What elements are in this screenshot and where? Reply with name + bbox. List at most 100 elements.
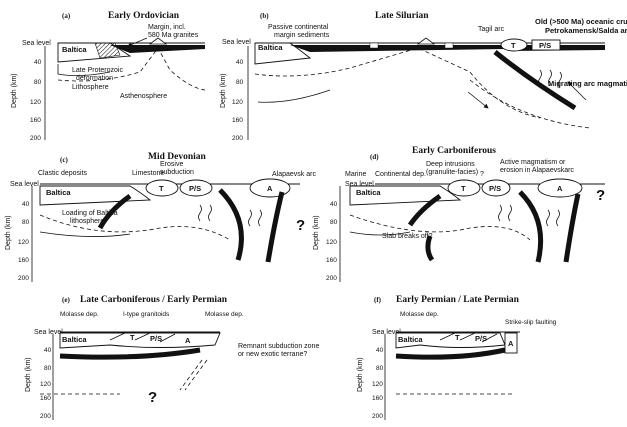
- panel-b-depth-label: Depth (km): [220, 73, 227, 108]
- panel-d: (d) Early Carboniferous Marine Continent…: [326, 146, 605, 282]
- svg-text:200: 200: [40, 413, 51, 420]
- svg-text:80: 80: [22, 219, 30, 226]
- panel-b-title: Late Silurian: [375, 11, 429, 21]
- svg-text:Molasse dep.: Molasse dep.: [205, 311, 244, 318]
- panel-a-depth-label: Depth (km): [11, 73, 18, 108]
- svg-text:?: ?: [596, 187, 605, 204]
- panel-d-depth-label: Depth (km): [313, 215, 320, 250]
- svg-text:(granulite-facies): (granulite-facies): [426, 169, 478, 176]
- svg-text:Deep intrusions: Deep intrusions: [426, 161, 475, 168]
- svg-text:120: 120: [372, 381, 383, 388]
- svg-text:200: 200: [372, 413, 383, 420]
- svg-text:Sea level: Sea level: [34, 329, 63, 336]
- svg-text:deformation: deformation: [76, 75, 113, 82]
- svg-text:Strike-slip faulting: Strike-slip faulting: [505, 319, 557, 326]
- svg-text:P/S: P/S: [539, 41, 551, 50]
- panel-c: (c) Mid Devonian Clastic deposits Limest…: [10, 152, 316, 282]
- svg-text:Late Carboniferous / Early Per: Late Carboniferous / Early Permian: [80, 295, 228, 305]
- svg-text:Marine: Marine: [345, 171, 367, 178]
- panel-b-letter: (b): [260, 12, 269, 20]
- svg-text:or new exotic terrane?: or new exotic terrane?: [238, 351, 307, 358]
- svg-text:(c): (c): [60, 156, 68, 164]
- svg-text:200: 200: [18, 275, 29, 282]
- svg-text:160: 160: [18, 257, 29, 264]
- svg-text:A: A: [508, 339, 514, 348]
- svg-text:Loading of Baltica: Loading of Baltica: [62, 210, 118, 217]
- panel-a-title: Early Ordovician: [108, 11, 180, 21]
- panel-b: (b) Late Silurian Passive continental ma…: [222, 11, 627, 142]
- svg-text:I-type granitoids: I-type granitoids: [123, 311, 170, 318]
- svg-text:Baltica: Baltica: [258, 43, 283, 52]
- panel-a: (a) Early Ordovician Margin, incl. 580 M…: [22, 11, 206, 142]
- svg-text:Mid Devonian: Mid Devonian: [148, 152, 207, 162]
- svg-text:120: 120: [30, 99, 41, 106]
- panel-f-depth-label: Depth (km): [357, 357, 364, 392]
- svg-text:Baltica: Baltica: [62, 335, 87, 344]
- svg-text:T: T: [455, 333, 460, 342]
- svg-text:A: A: [267, 184, 273, 193]
- svg-text:Clastic deposits: Clastic deposits: [38, 170, 88, 177]
- svg-text:P/S: P/S: [475, 334, 487, 343]
- svg-text:Baltica: Baltica: [356, 188, 381, 197]
- panel-a-late-prot: Late Proterozoic: [72, 67, 123, 74]
- svg-text:40: 40: [376, 347, 384, 354]
- svg-text:?: ?: [480, 171, 484, 178]
- svg-text:Migrating arc magmatism: Migrating arc magmatism: [548, 79, 627, 88]
- svg-text:Remnant subduction zone: Remnant subduction zone: [238, 343, 319, 350]
- svg-text:Sea level: Sea level: [372, 329, 401, 336]
- panel-e: (e) Late Carboniferous / Early Permian M…: [34, 295, 319, 420]
- svg-text:200: 200: [326, 275, 337, 282]
- svg-text:P/S: P/S: [150, 334, 162, 343]
- svg-text:160: 160: [40, 395, 51, 402]
- svg-text:(f): (f): [374, 296, 382, 304]
- svg-text:80: 80: [44, 365, 52, 372]
- svg-text:margin sediments: margin sediments: [274, 32, 330, 39]
- svg-text:80: 80: [34, 79, 42, 86]
- ridge: [148, 37, 168, 45]
- svg-text:120: 120: [232, 99, 243, 106]
- svg-text:Passive continental: Passive continental: [268, 24, 329, 31]
- svg-text:Lithosphere: Lithosphere: [72, 84, 109, 91]
- deformation-zone: [94, 42, 121, 59]
- svg-text:200: 200: [30, 135, 41, 142]
- svg-text:160: 160: [30, 117, 41, 124]
- svg-text:40: 40: [44, 347, 52, 354]
- svg-text:Molasse dep.: Molasse dep.: [60, 311, 99, 318]
- panel-a-margin-label: Margin, incl.: [148, 24, 186, 31]
- svg-text:Petrokamensk/Salda arc: Petrokamensk/Salda arc: [545, 26, 627, 35]
- svg-text:A: A: [557, 184, 563, 193]
- svg-text:Continental dep.: Continental dep.: [375, 171, 426, 178]
- svg-text:160: 160: [372, 395, 383, 402]
- panel-c-depth-label: Depth (km): [5, 215, 12, 250]
- svg-text:Slab breaks off?: Slab breaks off?: [382, 233, 433, 240]
- svg-text:(d): (d): [370, 153, 379, 161]
- svg-text:erosion in Alapaevskarc: erosion in Alapaevskarc: [500, 167, 574, 174]
- panel-a-granites-label: 580 Ma granites: [148, 32, 199, 39]
- svg-text:(e): (e): [62, 296, 70, 304]
- svg-text:80: 80: [330, 219, 338, 226]
- svg-text:T: T: [461, 184, 466, 193]
- oceanic-plate: [110, 45, 205, 53]
- svg-text:Sea level: Sea level: [222, 39, 251, 46]
- svg-text:P/S: P/S: [489, 184, 501, 193]
- svg-text:A: A: [185, 336, 191, 345]
- panel-a-letter: (a): [62, 12, 71, 20]
- panel-a-baltica: Baltica: [62, 45, 87, 54]
- svg-text:Early Permian / Late Permian: Early Permian / Late Permian: [396, 295, 520, 305]
- svg-text:Active magmatism or: Active magmatism or: [500, 159, 566, 166]
- svg-text:lithosphere: lithosphere: [70, 218, 104, 225]
- svg-text:Asthenosphere: Asthenosphere: [120, 93, 167, 100]
- svg-text:Erosive: Erosive: [160, 161, 183, 168]
- svg-text:80: 80: [236, 79, 244, 86]
- svg-text:160: 160: [232, 117, 243, 124]
- svg-text:Tagil arc: Tagil arc: [478, 26, 505, 33]
- svg-text:40: 40: [236, 59, 244, 66]
- svg-text:Limestone: Limestone: [132, 170, 164, 177]
- svg-text:subduction: subduction: [160, 169, 194, 176]
- svg-text:?: ?: [296, 217, 305, 234]
- panel-f: (f) Early Permian / Late Permian Molasse…: [372, 295, 557, 420]
- svg-text:Sea level: Sea level: [345, 181, 374, 188]
- svg-text:Early Carboniferous: Early Carboniferous: [412, 146, 496, 156]
- svg-text:T: T: [130, 333, 135, 342]
